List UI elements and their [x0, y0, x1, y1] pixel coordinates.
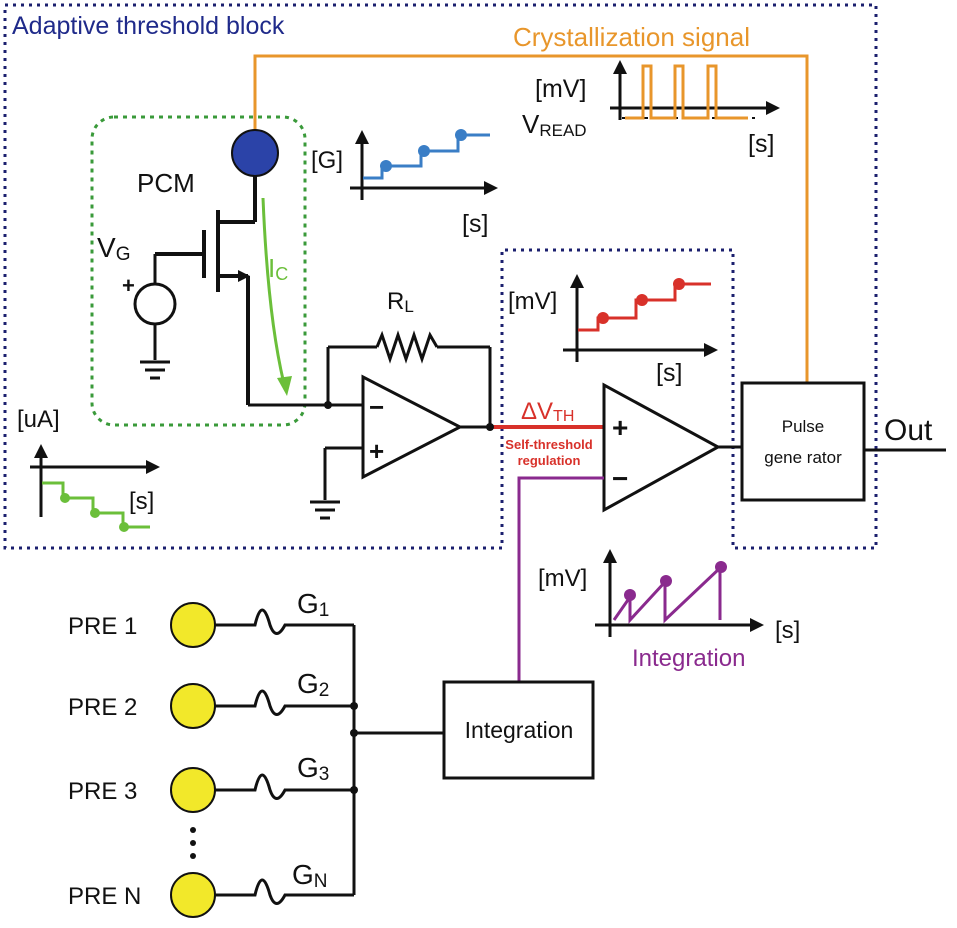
crystal-x-unit: [s] — [748, 130, 774, 158]
vg-label: VG — [97, 232, 130, 265]
pcm-device — [231, 129, 279, 177]
pcm-label: PCM — [137, 168, 195, 198]
current-x-unit: [s] — [129, 488, 154, 515]
conductance-steps — [363, 133, 490, 180]
comparator-minus-sign: − — [612, 463, 628, 494]
rl-label: RL — [387, 288, 414, 316]
x-axis-arrow-icon — [484, 181, 498, 195]
inset-current: [uA] [s] — [17, 406, 160, 532]
integration-x-unit: [s] — [775, 617, 800, 644]
vread-label: VREAD — [522, 109, 587, 140]
comparator-plus-sign: + — [612, 412, 628, 443]
y-axis-arrow-icon — [613, 60, 627, 74]
y-axis-arrow-icon — [355, 130, 369, 144]
pre-neuron-3: PRE 3 G3 — [68, 752, 354, 813]
integration-box-label: Integration — [465, 717, 574, 743]
g1-label: G1 — [297, 588, 329, 621]
x-axis-arrow-icon — [146, 460, 160, 474]
pre-2-node — [170, 683, 216, 729]
pre-neuron-n: PRE N GN — [68, 859, 354, 918]
crystallization-signal-label: Crystallization signal — [513, 22, 750, 52]
synapse-gn — [215, 878, 354, 905]
pre-n-label: PRE N — [68, 883, 141, 910]
access-transistor — [155, 176, 257, 405]
ellipsis-dots — [190, 827, 196, 859]
inset-integration: [mV] [s] Integration — [538, 549, 800, 672]
integration-box — [442, 680, 595, 780]
resistor-rl — [375, 330, 439, 364]
current-y-unit: [uA] — [17, 406, 60, 433]
pre-neuron-2: PRE 2 G2 — [68, 668, 354, 729]
pulse-generator-label-1: Pulse — [782, 417, 825, 436]
y-axis-arrow-icon — [34, 444, 48, 458]
synapse-g2 — [215, 689, 354, 716]
g3-label: G3 — [297, 752, 329, 785]
pre-n-node — [170, 872, 216, 918]
pre-1-node — [170, 602, 216, 648]
vg-plus-sign: + — [122, 273, 135, 298]
self-threshold-label: Self-threshold — [505, 437, 592, 452]
dvth-label: ΔVTH — [521, 398, 574, 425]
comparator-opamp — [602, 382, 722, 513]
g2-label: G2 — [297, 668, 329, 701]
ic-label: IC — [268, 253, 288, 284]
current-arrow — [261, 197, 287, 389]
block-title: Adaptive threshold block — [12, 12, 285, 40]
integration-y-unit: [mV] — [538, 565, 587, 592]
synapse-bus — [352, 625, 444, 895]
out-label: Out — [884, 414, 933, 447]
synapse-g3 — [215, 773, 354, 800]
tia-plus-sign: + — [369, 436, 384, 466]
conductance-y-unit: [G] — [311, 147, 343, 174]
integration-wire — [517, 476, 604, 682]
crystal-y-unit: [mV] — [535, 75, 586, 103]
integration-caption: Integration — [632, 645, 745, 672]
crystallization-signal-line — [253, 54, 809, 383]
pre-1-label: PRE 1 — [68, 613, 137, 640]
current-arrow-head-icon — [277, 376, 292, 396]
threshold-x-unit: [s] — [656, 359, 682, 387]
junction-dot — [324, 401, 332, 409]
x-axis-arrow-icon — [750, 618, 764, 632]
tia-opamp — [361, 374, 464, 480]
tia-wiring — [248, 345, 492, 520]
y-axis-arrow-icon — [603, 549, 617, 563]
y-axis-arrow-icon — [570, 274, 584, 288]
inset-conductance: [G] [s] — [311, 129, 498, 238]
pcm-box — [90, 115, 307, 427]
transistor-arrow-icon — [238, 270, 250, 282]
pulse-generator-label-2: gene rator — [764, 448, 842, 467]
crystallization-pulses — [625, 64, 748, 120]
pre-neuron-1: PRE 1 G1 — [68, 588, 354, 648]
gn-label: GN — [292, 859, 328, 892]
regulation-label: regulation — [518, 453, 581, 468]
x-axis-arrow-icon — [704, 343, 718, 357]
tia-minus-sign: − — [369, 392, 384, 422]
pre-3-label: PRE 3 — [68, 778, 137, 805]
inset-crystallization: [mV] VREAD [s] — [522, 60, 780, 158]
synapse-g1 — [215, 608, 354, 635]
conductance-x-unit: [s] — [462, 210, 488, 238]
vg-source — [133, 254, 177, 380]
pre-3-node — [170, 767, 216, 813]
bus-junction-2 — [350, 729, 358, 737]
tia-output-dot — [486, 423, 494, 431]
threshold-y-unit: [mV] — [508, 288, 557, 315]
pulse-generator-box — [740, 381, 866, 502]
x-axis-arrow-icon — [766, 101, 780, 115]
pre-2-label: PRE 2 — [68, 694, 137, 721]
inset-threshold: [mV] [s] — [508, 274, 718, 387]
threshold-steps — [578, 282, 711, 332]
